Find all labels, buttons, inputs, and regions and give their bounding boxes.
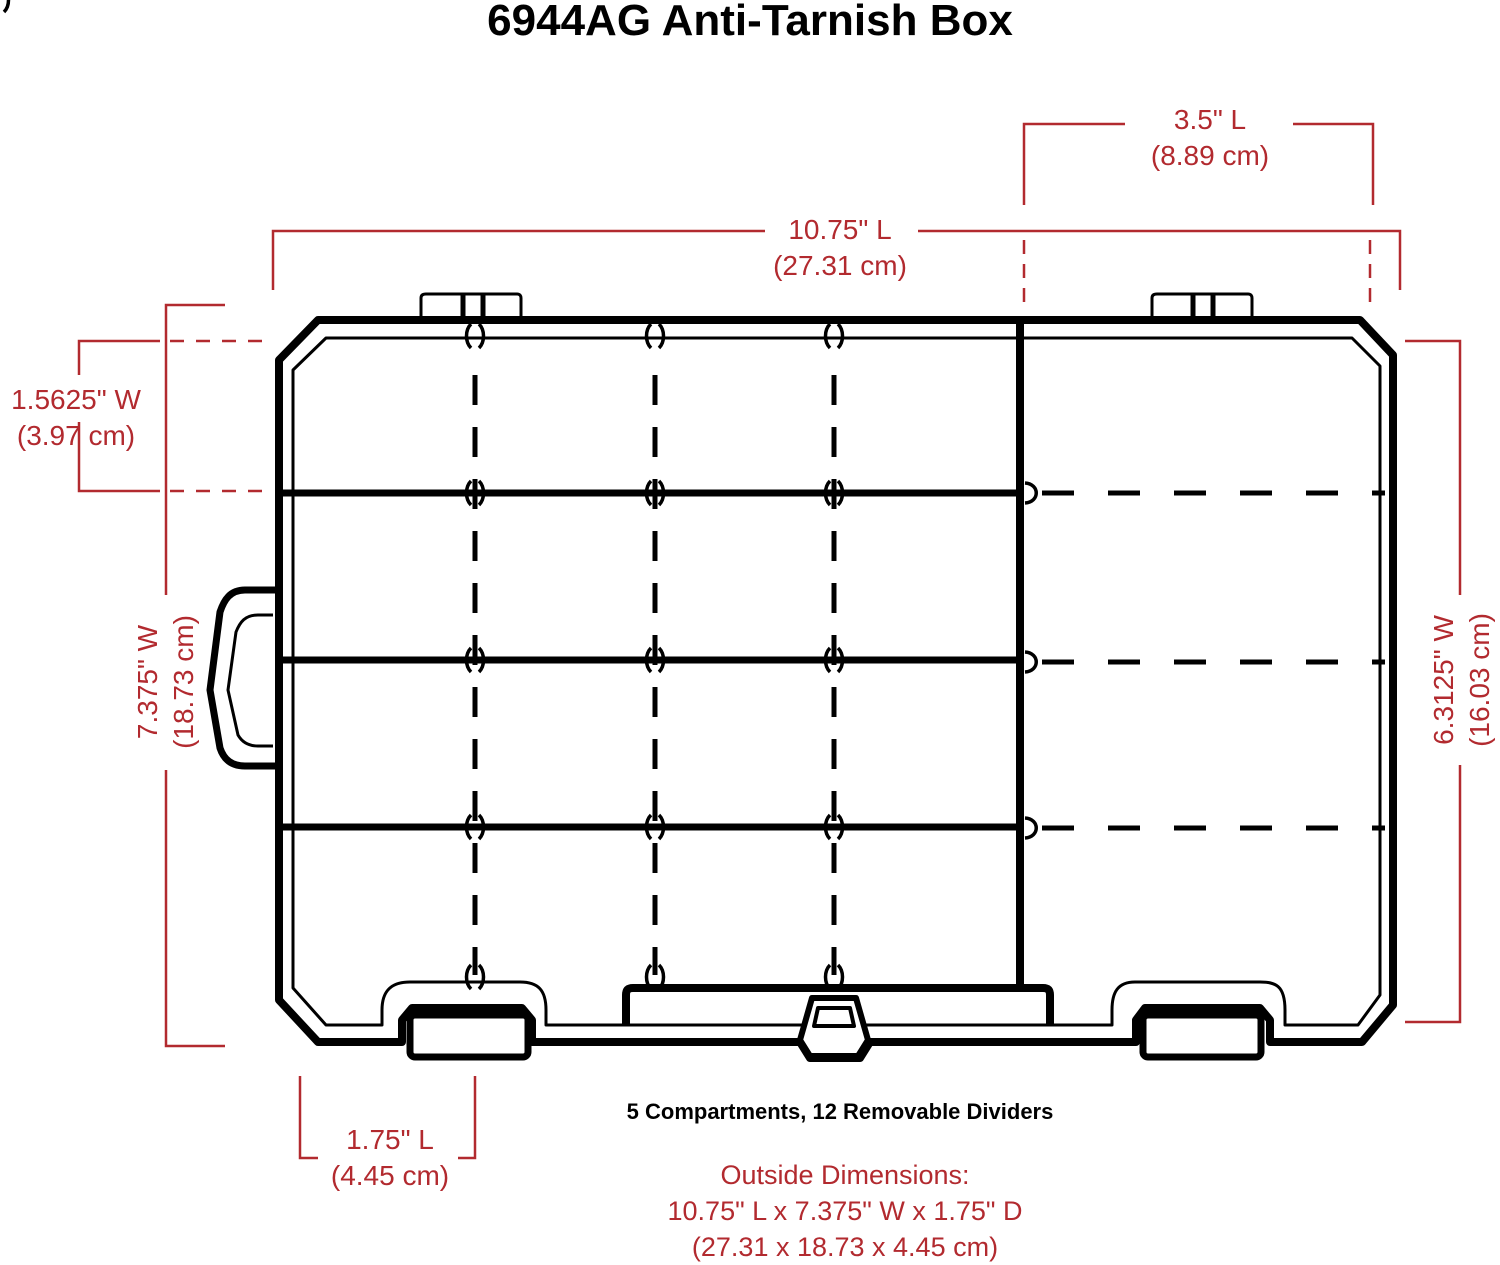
compartment-length-cm: (8.89 cm)	[1150, 140, 1270, 171]
divider-slots	[2, 0, 1038, 991]
column-length-in: 1.75" L	[346, 1124, 434, 1155]
row-width-in: 1.5625" W	[11, 384, 141, 415]
overall-length-cm: (27.31 cm)	[773, 250, 907, 281]
column-length-label: 1.75" L (4.45 cm)	[290, 1122, 490, 1194]
row-width-cm: (3.97 cm)	[16, 420, 136, 451]
outside-dimensions-heading: Outside Dimensions:	[720, 1160, 970, 1190]
inner-width-cm: (16.03 cm)	[1464, 613, 1495, 747]
inner-width-in: 6.3125" W	[1428, 615, 1459, 745]
row-width-label: 1.5625" W (3.97 cm)	[0, 382, 158, 454]
compartment-length-label: 3.5" L (8.89 cm)	[1110, 102, 1310, 174]
diagram-title: 6944AG Anti-Tarnish Box	[487, 0, 1013, 45]
removable-dividers	[472, 375, 1385, 975]
overall-length-label: 10.75" L (27.31 cm)	[740, 212, 940, 284]
features-note: 5 Compartments, 12 Removable Dividers	[626, 1099, 1054, 1124]
overall-width-in: 7.375" W	[132, 624, 163, 740]
overall-width-label: 7.375" W (18.73 cm)	[130, 582, 202, 782]
horizontal-dividers	[281, 489, 1016, 831]
box-outline	[206, 292, 1397, 1062]
overall-length-in: 10.75" L	[788, 214, 892, 245]
outside-dimensions: Outside Dimensions: 10.75" L x 7.375" W …	[0, 1157, 1500, 1265]
outside-dimensions-imperial: 10.75" L x 7.375" W x 1.75" D	[667, 1196, 1023, 1226]
column-length-cm: (4.45 cm)	[330, 1160, 450, 1191]
dimension-lines	[77, 122, 1462, 1160]
overall-width-cm: (18.73 cm)	[168, 615, 199, 749]
compartment-length-in: 3.5" L	[1173, 104, 1247, 135]
outside-dimensions-metric: (27.31 x 18.73 x 4.45 cm)	[691, 1232, 999, 1262]
inner-width-label: 6.3125" W (16.03 cm)	[1426, 580, 1498, 780]
